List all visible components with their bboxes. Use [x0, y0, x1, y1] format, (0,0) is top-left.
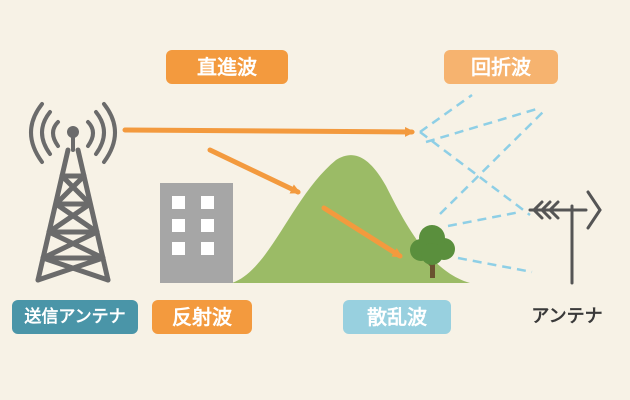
receive-antenna-label: アンテナ [531, 306, 603, 327]
dashed-wave-lines [419, 93, 546, 274]
diffracted-wave-label: 回折波 [444, 50, 558, 84]
wave-arrows [122, 126, 415, 259]
building-icon [160, 183, 233, 283]
transmit-tower-icon [29, 102, 117, 283]
receive-antenna-icon [528, 190, 602, 285]
reflected-wave-arrow-1 [207, 147, 301, 195]
scattered-wave-label: 散乱波 [343, 300, 451, 334]
direct-wave-arrow [122, 126, 415, 137]
reflected-wave-arrow-2 [321, 205, 403, 259]
reflected-wave-label: 反射波 [152, 300, 252, 334]
transmit-antenna-label: 送信アンテナ [12, 300, 138, 334]
tree-icon [410, 225, 455, 278]
direct-wave-label: 直進波 [166, 50, 288, 84]
